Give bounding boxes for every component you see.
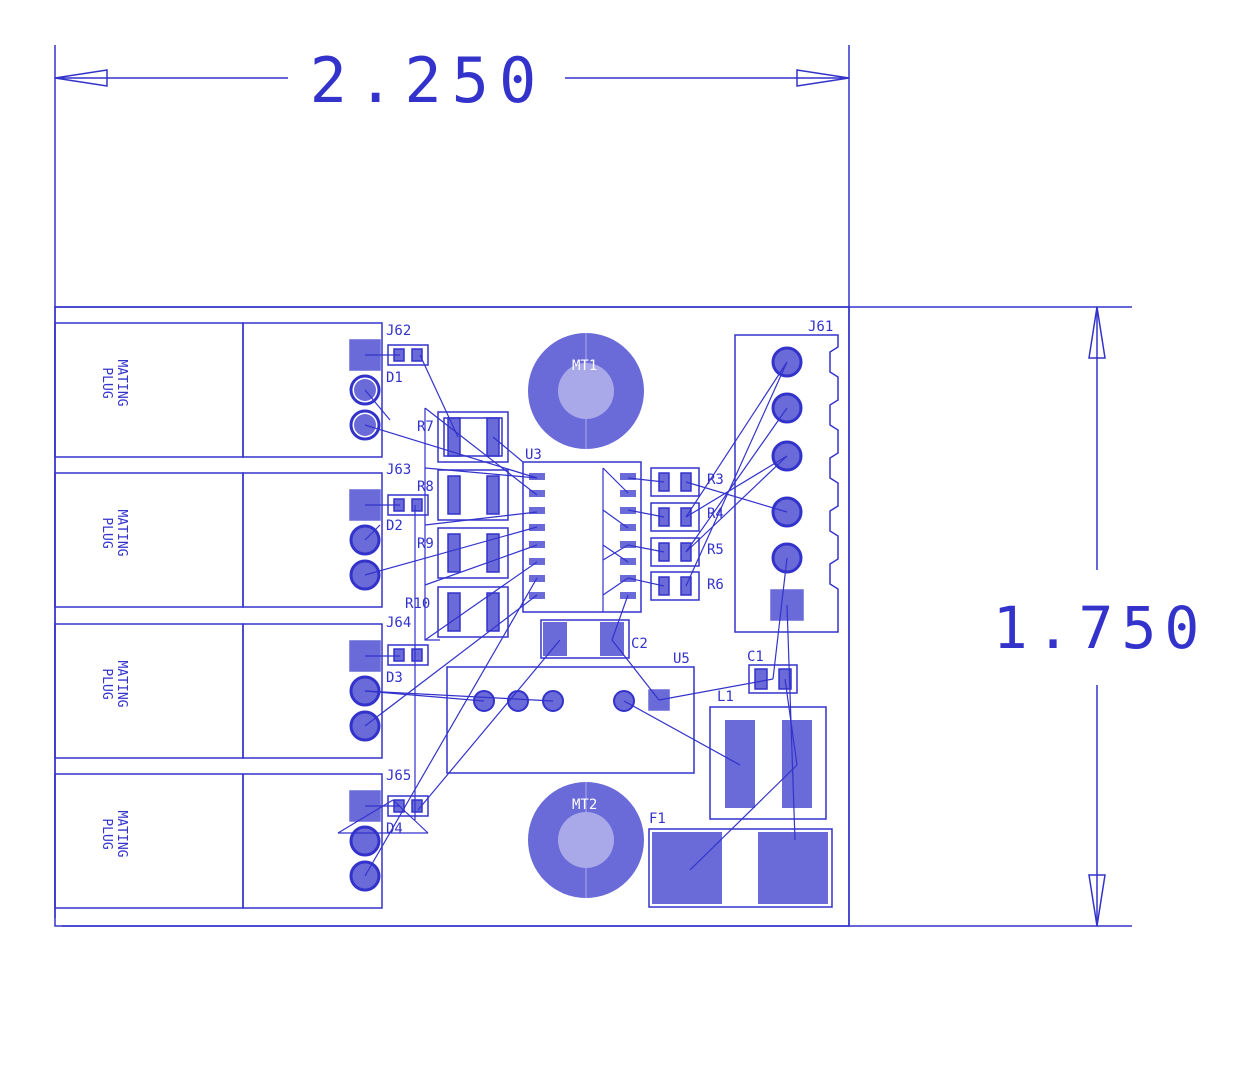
ref-c2: C2: [631, 636, 648, 652]
ref-f1: F1: [649, 811, 666, 827]
connector-pads: [349, 339, 381, 892]
arrow-right-icon: [796, 69, 850, 87]
resistor-r8: R8: [417, 469, 509, 521]
ref-mt2: MT2: [572, 797, 597, 813]
diode-d2: D2: [386, 494, 429, 534]
fuse-f1: F1: [648, 811, 833, 908]
plug-label: PLUG: [99, 668, 114, 699]
arrow-up-icon: [1088, 306, 1106, 359]
resistors-small: R3 R4 R5 R6: [650, 467, 724, 601]
ref-j64: J64: [386, 615, 411, 631]
board-outline: [54, 306, 850, 927]
regulator-u5: U5: [446, 651, 695, 774]
mating-label: MATING: [114, 360, 129, 407]
ref-mt1: MT1: [572, 358, 597, 374]
plug-label: PLUG: [99, 517, 114, 548]
width-dimension: 2.250: [54, 44, 850, 926]
mount-hole-mt1: MT1: [528, 333, 644, 449]
ref-u3: U3: [525, 447, 542, 463]
ref-r5: R5: [707, 542, 724, 558]
mating-label: MATING: [114, 661, 129, 708]
capacitor-c1: C1: [747, 649, 798, 694]
ref-c1: C1: [747, 649, 764, 665]
arrow-left-icon: [54, 69, 108, 87]
ratsnest-lines: [337, 354, 798, 877]
capacitor-c2: C2: [540, 619, 648, 659]
diode-d1: D1: [386, 344, 429, 386]
width-dimension-value: 2.250: [310, 44, 547, 117]
ref-j62: J62: [386, 323, 411, 339]
ref-j63: J63: [386, 462, 411, 478]
diode-d3: D3: [386, 644, 429, 686]
ref-l1: L1: [717, 689, 734, 705]
ref-j65: J65: [386, 768, 411, 784]
ref-d2: D2: [386, 518, 403, 534]
height-dimension-value: 1.750: [993, 594, 1208, 662]
mating-label: MATING: [114, 811, 129, 858]
mating-label: MATING: [114, 510, 129, 557]
ref-d3: D3: [386, 670, 403, 686]
connector-j61: J61: [734, 319, 839, 633]
ref-r10: R10: [405, 596, 430, 612]
inductor-l1: L1: [709, 689, 827, 820]
plug-label: PLUG: [99, 818, 114, 849]
ref-d1: D1: [386, 370, 403, 386]
ref-u5: U5: [673, 651, 690, 667]
connector-j63: MATING PLUG J63: [54, 462, 411, 608]
mount-hole-mt2: MT2: [528, 782, 644, 898]
resistors-large: R7 R8 R9 R10: [405, 411, 509, 638]
resistor-r9: R9: [417, 527, 509, 579]
arrow-down-icon: [1088, 874, 1106, 927]
ic-u3: U3: [522, 447, 642, 613]
connector-j64: MATING PLUG J64: [54, 615, 411, 759]
ref-j61: J61: [808, 319, 833, 335]
plug-label: PLUG: [99, 367, 114, 398]
ref-r3: R3: [707, 472, 724, 488]
connector-j62: MATING PLUG J62: [54, 322, 411, 458]
ref-r6: R6: [707, 577, 724, 593]
connector-j65: MATING PLUG J65: [54, 768, 411, 909]
